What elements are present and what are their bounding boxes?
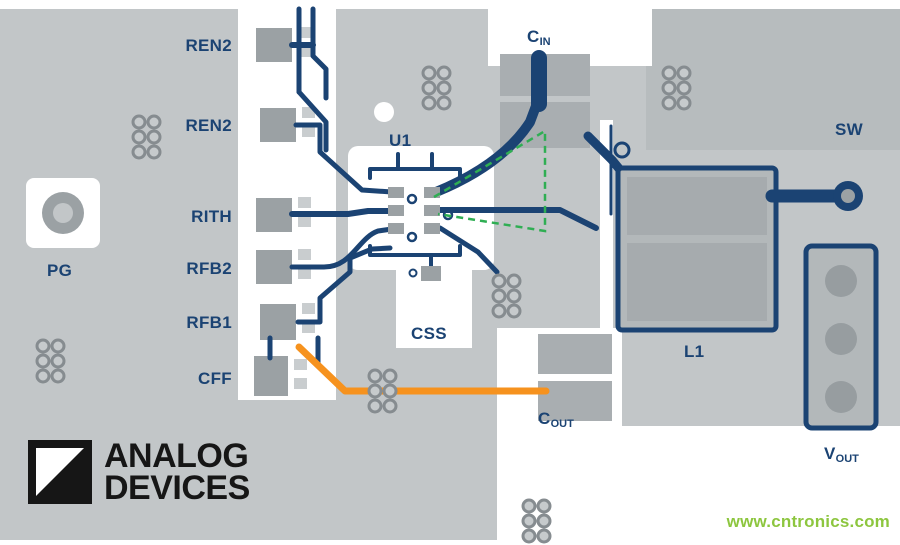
label-cin-main: C — [527, 27, 540, 46]
label-ren2-top: REN2 — [185, 36, 232, 55]
logo-text: ANALOG DEVICES — [104, 437, 250, 507]
highlight-trace-orange — [295, 343, 550, 395]
css-pad — [408, 266, 441, 281]
adi-triangle-logo-icon — [28, 440, 92, 504]
watermark: www.cntronics.com — [726, 512, 890, 531]
label-cout: COUT — [538, 409, 574, 430]
cout-pads — [538, 334, 612, 421]
mount-hole — [374, 102, 394, 122]
label-u1: U1 — [389, 131, 412, 150]
label-ren2-bottom: REN2 — [185, 116, 232, 135]
vout-connector — [803, 243, 879, 431]
l1-inductor — [615, 165, 779, 333]
logo-line2: DEVICES — [104, 469, 250, 507]
label-cin-sub: IN — [539, 36, 551, 48]
label-rfb1: RFB1 — [186, 313, 232, 332]
label-rfb2: RFB2 — [186, 259, 232, 278]
label-sw: SW — [835, 120, 863, 139]
label-rith: RITH — [191, 207, 232, 226]
input-cap-region — [646, 9, 900, 150]
loop-highlight-dashed — [433, 128, 547, 233]
label-cout-sub: OUT — [550, 418, 574, 430]
label-l1: L1 — [684, 342, 705, 361]
label-vout-main: V — [824, 444, 836, 463]
label-cff: CFF — [198, 369, 232, 388]
label-vout: VOUT — [824, 444, 859, 465]
analog-devices-logo: ANALOG DEVICES — [28, 437, 250, 507]
label-cout-main: C — [538, 409, 551, 428]
sw-node — [765, 181, 863, 211]
label-css: CSS — [411, 324, 447, 343]
logo-line1: ANALOG — [104, 437, 249, 475]
label-cin: CIN — [527, 27, 551, 48]
pg-pad — [26, 178, 100, 248]
via-clusters — [35, 65, 692, 544]
u1-pads — [388, 187, 440, 234]
label-vout-sub: OUT — [835, 453, 859, 465]
label-pg: PG — [47, 261, 73, 280]
